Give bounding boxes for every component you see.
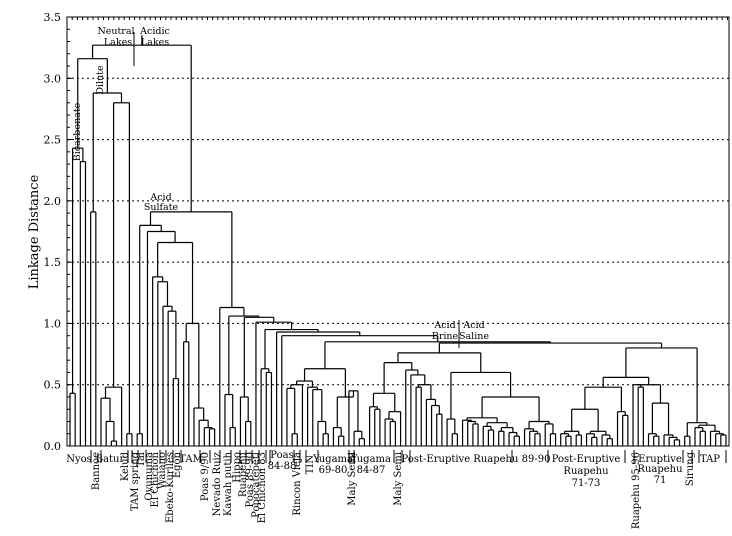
vertical-group-label: Rincon Vieja: [292, 452, 303, 516]
vertical-group-label: Poas 9/90: [200, 452, 211, 501]
vertical-group-label: El Chichon: [150, 451, 161, 507]
group-label: Yugama: [350, 454, 391, 465]
cluster-annotations: Neutral Lakes Acidic Lakes Bicarbonate D…: [72, 26, 489, 348]
annotation-neutral-lakes: Lakes: [104, 37, 132, 48]
vertical-group-label: Ruapehu 95-96: [631, 452, 642, 529]
y-tick-label: 0.0: [44, 440, 62, 453]
annotation-acid-saline-1: Acid: [462, 320, 484, 331]
vertical-group-label: Ruapehu: [238, 451, 249, 497]
group-label: 71-73: [572, 478, 601, 489]
y-tick-label: 3.5: [44, 11, 62, 24]
annotation-acid-sulfate-1: Acid: [149, 192, 171, 203]
vertical-group-label: Egon: [172, 451, 183, 478]
annotation-dilute: Dilute: [95, 65, 106, 95]
vertical-group-label: Nevado Ruiz: [212, 452, 223, 516]
label-separators: [90, 450, 727, 463]
vertical-group-label: TAM spring: [130, 451, 141, 511]
vertical-group-label: Bannoe: [91, 452, 102, 490]
dendrogram-links: [69, 35, 727, 446]
group-label: 69-80: [319, 465, 348, 476]
annotation-bicarbonate: Bicarbonate: [72, 102, 83, 161]
vertical-group-label: Ebeko-Kuriles: [165, 452, 176, 523]
group-label: TAM: [179, 454, 203, 465]
y-tick-label: 0.5: [44, 379, 62, 392]
vertical-group-label: Hippo: [232, 452, 243, 483]
group-label: 84-87: [357, 465, 386, 476]
group-label: Yugama: [312, 454, 353, 465]
y-tick-label: 1.0: [44, 317, 62, 330]
y-axis-label: Linkage Distance: [27, 174, 42, 289]
vertical-group-label: Maly Semi: [393, 452, 404, 506]
group-label: Ruapehu: [563, 466, 609, 477]
annotation-neutral: Neutral: [97, 26, 134, 37]
y-tick-label: 1.5: [44, 256, 62, 269]
plot-frame: [66, 16, 730, 447]
vertical-group-label: Oyunuma: [144, 452, 155, 501]
group-label: Nyos: [66, 454, 92, 465]
y-tick-label: 2.5: [44, 134, 62, 147]
annotation-acid-sulfate-2: Sulfate: [144, 202, 179, 213]
vertical-group-label: Tal: [136, 452, 147, 467]
group-label: 71: [654, 475, 667, 486]
annotation-acidic: Acidic: [139, 26, 170, 37]
annotation-acid-brine-2: Brine: [432, 331, 459, 342]
vertical-group-label: Kawah putih: [223, 451, 234, 516]
y-tick-label: 3.0: [44, 72, 62, 85]
vertical-group-label: Maly Semi: [347, 452, 358, 506]
group-labels: Nyos Batur TAM Poas 84-88 TIN Yugama 69-…: [66, 450, 720, 489]
vertical-group-label: Popocatepetl: [251, 452, 262, 518]
group-label: Eruptive: [638, 454, 682, 465]
annotation-acid-saline-2: Saline: [459, 331, 489, 342]
group-label: TAP: [700, 454, 720, 465]
annotation-acid-brine-1: Acid: [433, 320, 455, 331]
vertical-group-label: Waiano: [157, 452, 168, 489]
y-axis: 0.0 0.5 1.0 1.5 2.0 2.5 3.0 3.5: [44, 11, 728, 453]
group-label: Post-Eruptive Ruapehu 89-90: [402, 454, 551, 465]
group-label: Batur: [96, 454, 125, 465]
y-tick-label: 2.0: [44, 195, 62, 208]
group-label: 84-88: [268, 461, 297, 472]
group-label: Poas: [270, 450, 293, 461]
vertical-group-label: Kelud: [120, 451, 131, 481]
group-label: Ruapehu: [637, 464, 683, 475]
group-label: TIN: [305, 455, 316, 475]
group-label: Post-Eruptive: [552, 454, 621, 465]
vertical-group-label: El Chichon 83: [257, 452, 268, 523]
grid-lines: [67, 77, 729, 386]
vertical-group-label: Poas 89-90: [245, 452, 256, 507]
vertical-group-label: Sirung: [685, 451, 696, 486]
annotation-acidic-lakes: Lakes: [141, 37, 169, 48]
